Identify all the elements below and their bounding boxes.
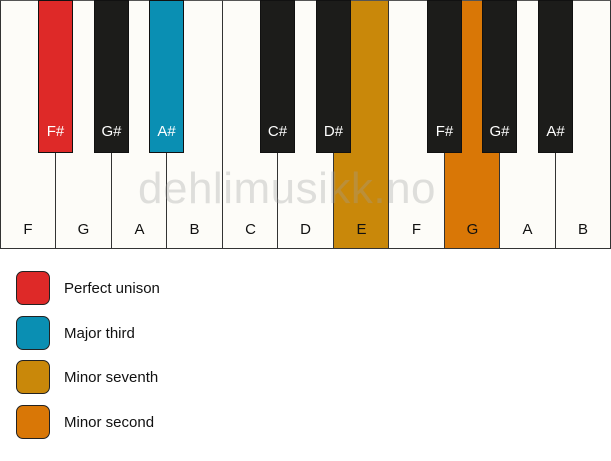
key-label: F: [411, 221, 422, 238]
key-label: B: [189, 221, 200, 238]
key-label: D#: [323, 123, 344, 140]
black-key-g-sharp: G#: [482, 0, 517, 153]
black-key-d-sharp: D#: [316, 0, 351, 153]
swatch-red: [16, 271, 50, 305]
legend-label: Minor seventh: [64, 369, 159, 386]
key-label: E: [356, 221, 367, 238]
key-label: F: [23, 221, 33, 238]
swatch-gold: [16, 360, 50, 394]
black-key-a-sharp: A#: [538, 0, 573, 153]
black-key-a-sharp-highlighted: A#: [149, 0, 184, 153]
key-label: A: [134, 221, 145, 238]
key-label: A: [522, 221, 533, 238]
key-label: F#: [435, 123, 454, 140]
swatch-orange: [16, 404, 50, 439]
key-label: G: [466, 221, 479, 238]
key-label: A#: [546, 123, 565, 140]
legend-label: Major third: [64, 324, 135, 342]
key-label: A#: [157, 123, 176, 140]
legend-label: Perfect unison: [64, 280, 160, 297]
legend-label: Minor second: [64, 413, 155, 431]
piano-keyboard: F G A B C D E F G A B F# G# A# C# D# F# …: [0, 0, 611, 249]
key-label: G: [77, 221, 90, 238]
black-key-f-sharp-highlighted: F#: [38, 0, 73, 153]
key-label: C#: [267, 123, 288, 140]
key-label: F#: [46, 123, 65, 140]
key-label: B: [577, 221, 588, 238]
key-label: G#: [101, 123, 122, 140]
black-key-g-sharp: G#: [94, 0, 129, 153]
swatch-blue: [16, 315, 50, 350]
key-label: G#: [489, 123, 510, 140]
key-label: C: [245, 221, 256, 238]
black-key-c-sharp: C#: [260, 0, 295, 153]
key-label: D: [300, 221, 311, 238]
black-key-f-sharp: F#: [427, 0, 462, 153]
